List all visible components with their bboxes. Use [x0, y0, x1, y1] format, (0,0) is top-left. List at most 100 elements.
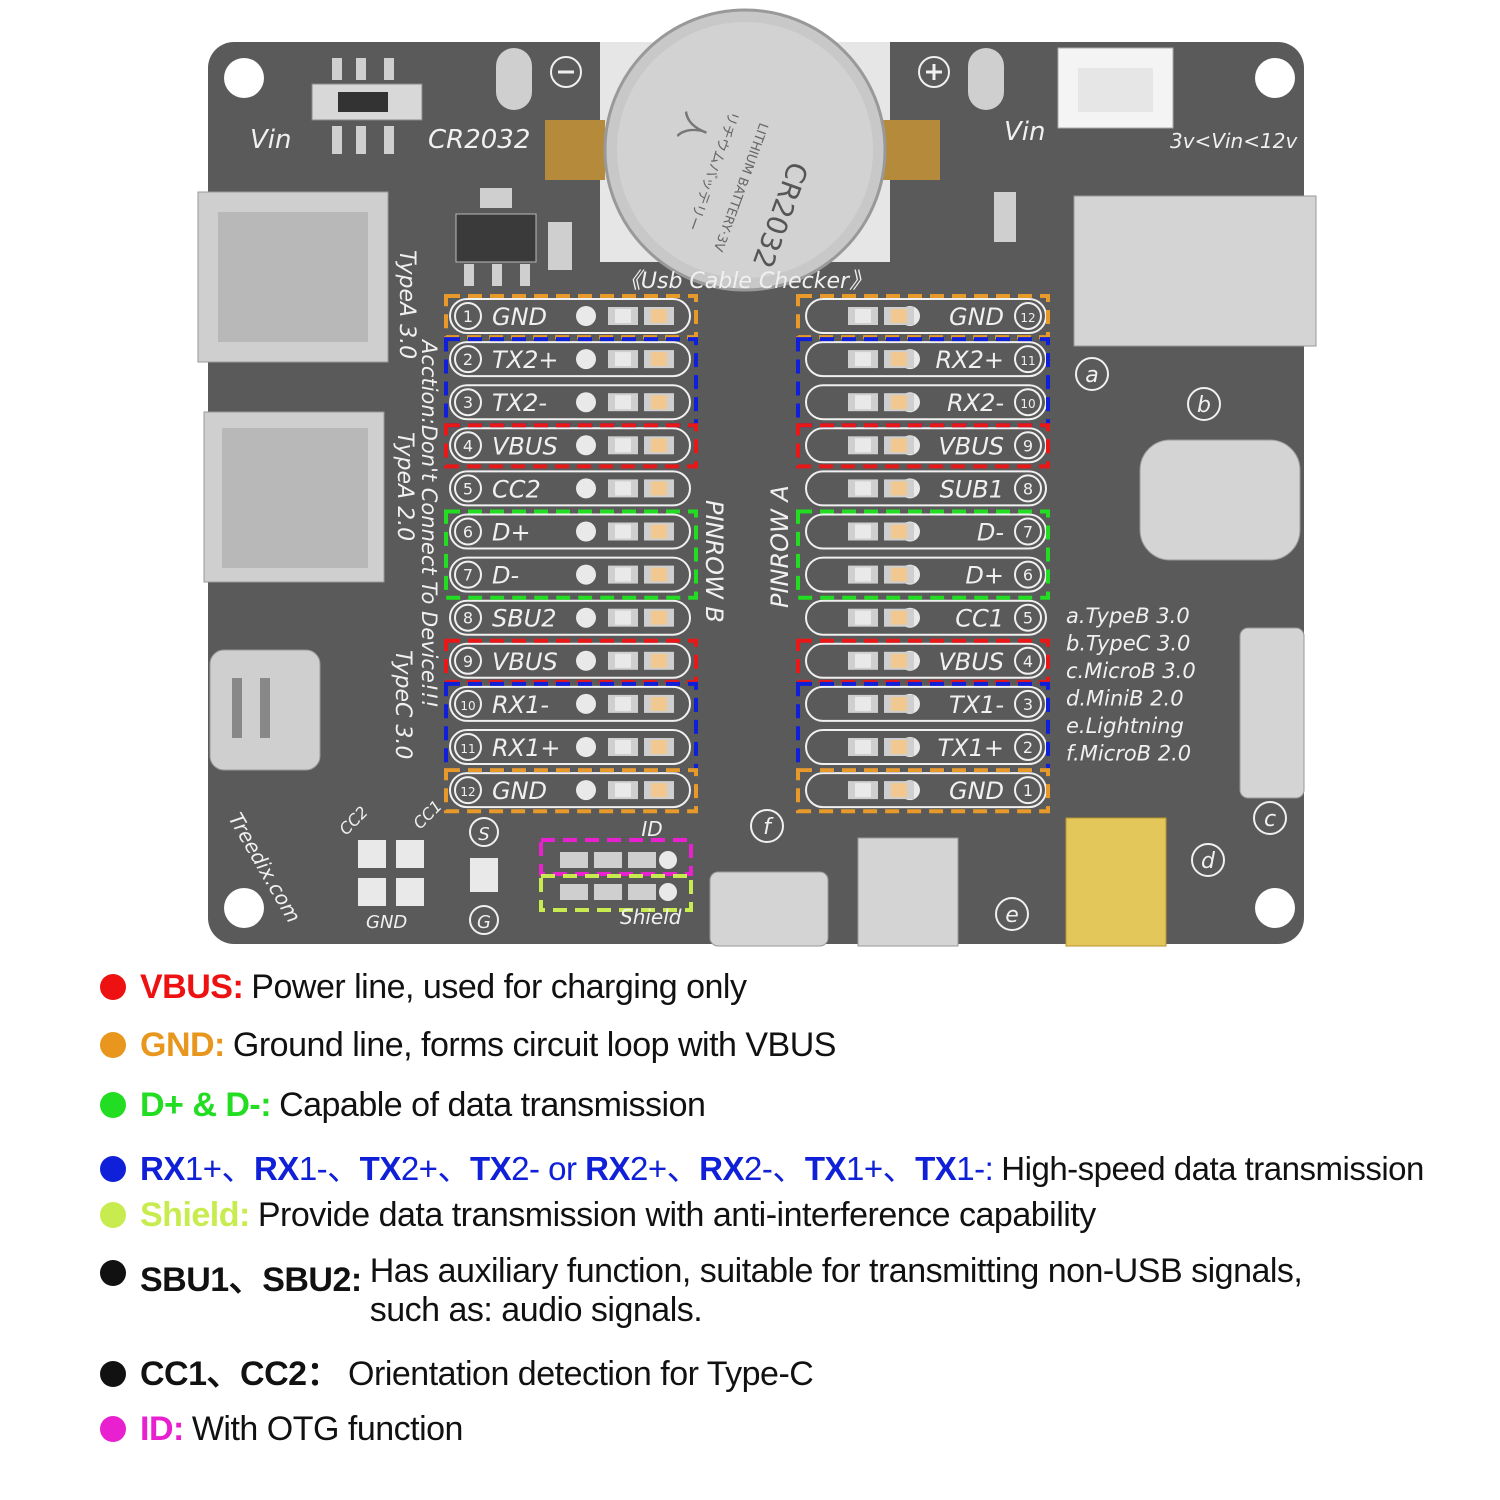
legend-key: D+ & D-:: [140, 1086, 272, 1124]
pin-prefix: RX: [585, 1150, 630, 1187]
vin-left-label: Vin: [250, 125, 292, 155]
smd-led: [891, 524, 907, 539]
gnd-box-left: [444, 294, 698, 340]
smd-led: [855, 352, 871, 367]
pin-number-ring: [454, 517, 482, 546]
smd-led: [615, 309, 631, 323]
pin-number-ring: [454, 603, 482, 632]
smd-led: [891, 610, 907, 625]
pin-suffix: :: [984, 1150, 994, 1187]
smd-led: [855, 783, 871, 798]
smd-led: [615, 352, 631, 367]
legend-key: VBUS:: [140, 968, 244, 1006]
pin-number-ring: [454, 733, 482, 761]
pin-number: 8: [1023, 479, 1033, 498]
smd-led: [651, 309, 667, 323]
typec-slot: [260, 678, 270, 738]
port-list-item: c.MicroB 3.0: [1066, 659, 1196, 683]
smd-led: [891, 653, 907, 668]
mounting-hole: [1255, 58, 1295, 98]
high-speed-box-left: [444, 337, 698, 428]
cc-pad: [358, 878, 386, 906]
pin-name: GND: [492, 303, 547, 331]
port-list-item: b.TypeC 3.0: [1066, 632, 1190, 656]
smd-led: [891, 696, 907, 711]
pinrow-b-label: PINROW B: [700, 500, 728, 623]
pin-number-ring: [454, 689, 482, 718]
smd-led: [615, 783, 631, 798]
legend-desc: With OTG function: [191, 1410, 464, 1448]
pin-name: SUB1: [939, 475, 1004, 503]
data-dot-icon: [100, 1092, 126, 1118]
power-connector-inner: [1078, 68, 1153, 112]
pin-number-ring: [454, 388, 482, 417]
pin-name: TX1-: [949, 691, 1004, 719]
minus-mark: [550, 56, 582, 88]
pin-number: 10: [460, 699, 475, 713]
led-pad: [560, 884, 588, 900]
port-list-item: e.Lightning: [1066, 714, 1184, 738]
pin-number-ring: [1014, 689, 1042, 718]
port-letter: f: [763, 815, 774, 840]
lightning-port: [857, 837, 959, 947]
pin-name: VBUS: [492, 648, 558, 676]
pin-number-ring: [1014, 646, 1042, 675]
smd-led: [615, 438, 631, 453]
switch-pin: [356, 126, 366, 154]
test-point: [576, 564, 596, 585]
cr2032-label: CR2032: [428, 125, 530, 155]
smd-led: [891, 438, 907, 453]
typea20-port-inner: [222, 428, 368, 568]
checker-title: 《Usb Cable Checker》: [619, 269, 871, 294]
smd-led: [651, 696, 667, 711]
test-point: [659, 851, 677, 869]
pin-number: 11: [460, 742, 475, 756]
highspeed-dot-icon: [100, 1156, 126, 1182]
port-letter-ring: [750, 809, 784, 843]
legend-data: D+ & D-: Capable of data transmission: [100, 1086, 1490, 1142]
test-point: [576, 737, 596, 757]
pin-number: 10: [1020, 397, 1035, 411]
smd-led: [855, 395, 871, 410]
s-ring: [469, 817, 499, 847]
test-point: [659, 883, 677, 901]
pin-number: 2: [463, 350, 473, 369]
pin-name: VBUS: [938, 432, 1004, 460]
pin-name: TX2+: [492, 346, 558, 374]
gnd-box-left: [444, 768, 698, 814]
legend-id: ID: With OTG function: [100, 1410, 1490, 1466]
smd-led: [855, 567, 871, 582]
pin-row-outline: [449, 298, 691, 334]
smd-led: [615, 395, 631, 410]
id-box: [539, 838, 693, 876]
smd-led: [855, 481, 871, 496]
led-pad: [628, 852, 656, 868]
smd-led: [891, 352, 907, 367]
pin-number-ring: [454, 431, 482, 460]
pin-prefix: TX: [804, 1150, 847, 1187]
pin-prefix: TX: [359, 1150, 402, 1187]
port-letter: a: [1085, 363, 1098, 388]
smd-led: [891, 395, 907, 410]
legend-sbu: SBU1、SBU2: Has auxiliary function, suita…: [100, 1252, 1490, 1346]
regulator-pin: [520, 264, 530, 286]
pin-suffix: 、: [666, 1150, 700, 1187]
port-list-item: f.MicroB 2.0: [1066, 742, 1191, 766]
smd-led: [891, 309, 907, 323]
pin-number: 3: [463, 393, 473, 412]
legend-gnd: GND: Ground line, forms circuit loop wit…: [100, 1026, 1490, 1086]
s-label: S: [478, 824, 489, 845]
gnd-dot-icon: [100, 1032, 126, 1058]
legend-desc: Orientation detection for Type-C: [348, 1355, 814, 1393]
port-letter: c: [1264, 807, 1276, 832]
pin-name: RX2+: [936, 346, 1005, 374]
pin-row-outline: [805, 599, 1047, 636]
pin-row-outline: [805, 470, 1047, 507]
pin-number-ring: [454, 345, 482, 374]
pin-name: TX1+: [938, 734, 1004, 762]
test-point: [576, 392, 596, 413]
legend-vbus: VBUS: Power line, used for charging only: [100, 968, 1490, 1026]
typec30-right-port: [1139, 439, 1301, 561]
legend-desc: Provide data transmission with anti-inte…: [257, 1196, 1096, 1234]
